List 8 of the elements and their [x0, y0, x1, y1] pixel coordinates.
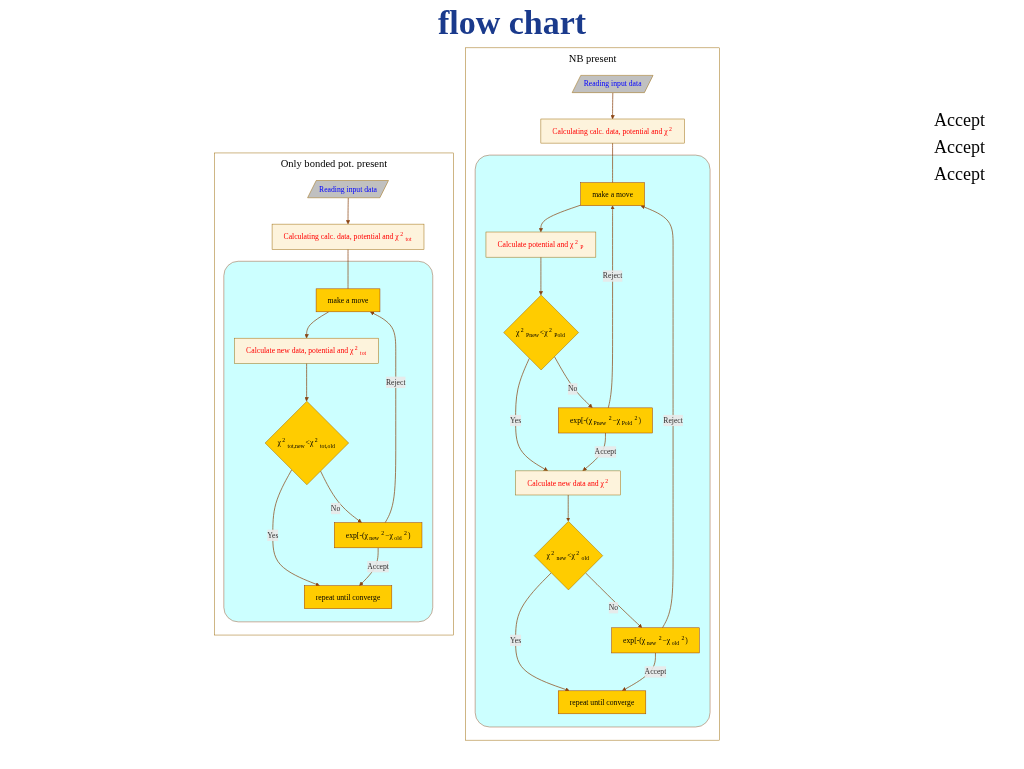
- note-text: Accept: [934, 110, 986, 131]
- cluster: [474, 154, 711, 728]
- note-text: Accept: [934, 137, 986, 158]
- connector: [612, 142, 613, 183]
- title: flow chart: [436, 4, 588, 42]
- connector: [347, 248, 349, 290]
- cluster: [223, 261, 433, 623]
- note-text: Accept: [934, 164, 986, 185]
